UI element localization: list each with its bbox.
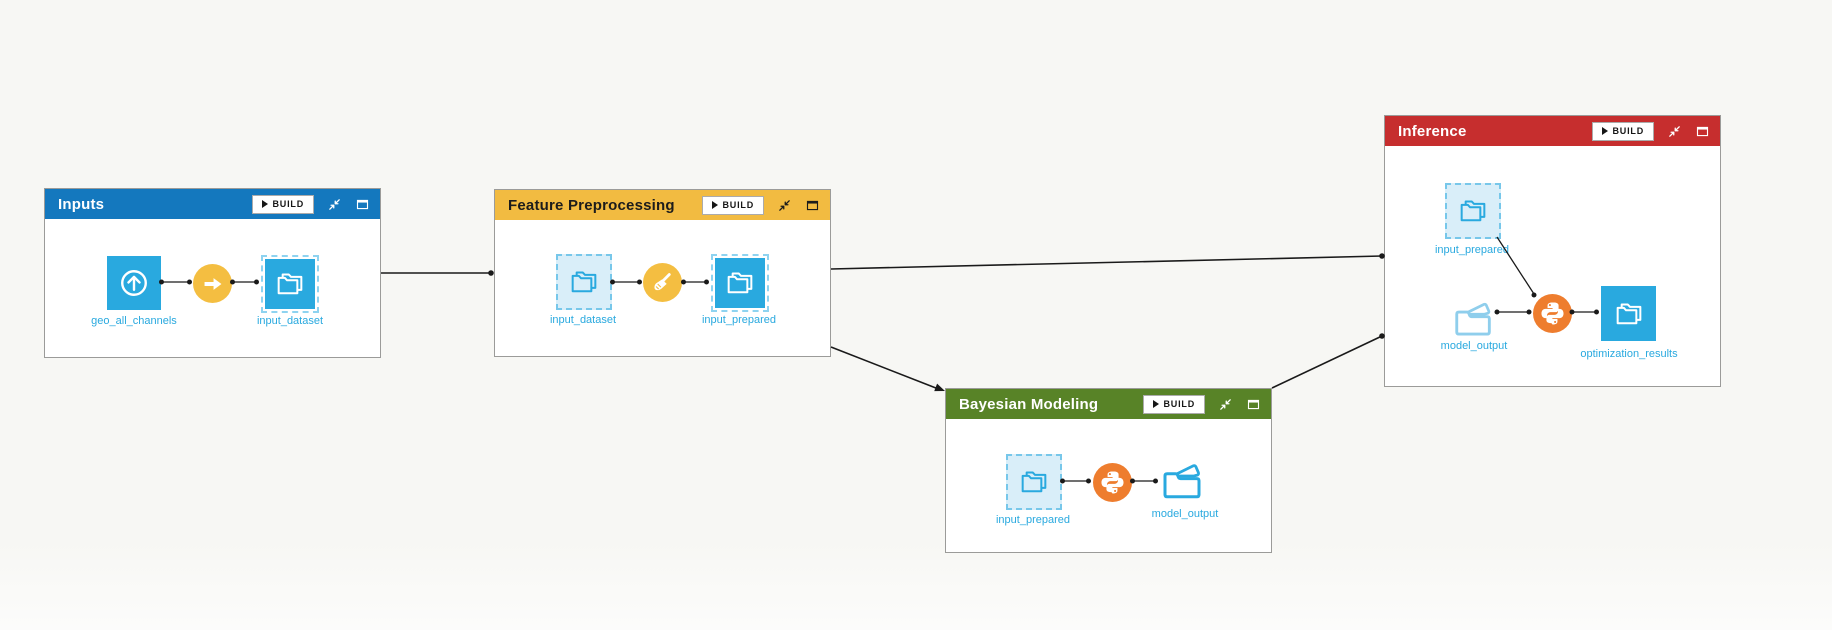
maximize-zone-icon[interactable] <box>1695 124 1710 139</box>
prepare-recipe-node[interactable] <box>643 263 682 302</box>
dataset-node-optimization-results[interactable] <box>1601 286 1656 341</box>
build-label: BUILD <box>1163 399 1195 409</box>
python-recipe-node[interactable] <box>1093 463 1132 502</box>
build-label: BUILD <box>722 200 754 210</box>
python-recipe-node[interactable] <box>1533 294 1572 333</box>
collapse-zone-icon[interactable] <box>327 197 342 212</box>
folder-icon <box>1460 200 1486 222</box>
folder-icon <box>1616 303 1641 324</box>
play-icon <box>261 200 268 208</box>
zone-feature-preprocessing[interactable]: Feature Preprocessing BUILD <box>494 189 831 357</box>
node-label: model_output <box>1151 508 1219 520</box>
build-label: BUILD <box>1612 126 1644 136</box>
folder-icon <box>1021 471 1047 493</box>
zone-bayesian-modeling[interactable]: Bayesian Modeling BUILD <box>945 388 1272 553</box>
open-folder-icon <box>1163 464 1201 499</box>
shared-dataset-node-input-dataset[interactable] <box>556 254 612 310</box>
dataset-node-input-prepared[interactable] <box>711 254 769 312</box>
node-label: input_prepared <box>995 514 1071 526</box>
node-label: input_dataset <box>256 315 324 327</box>
node-label: input_dataset <box>549 314 617 326</box>
sync-arrow-icon <box>204 277 221 290</box>
shared-dataset-node-input-prepared[interactable] <box>1006 454 1062 510</box>
build-button[interactable]: BUILD <box>1142 394 1205 414</box>
maximize-zone-icon[interactable] <box>805 198 820 213</box>
folder-icon <box>571 271 597 293</box>
zone-inputs-header[interactable]: Inputs BUILD <box>45 189 380 219</box>
zone-feature-preprocessing-header[interactable]: Feature Preprocessing BUILD <box>495 190 830 220</box>
zone-inputs[interactable]: Inputs BUILD <box>44 188 381 358</box>
zone-title: Inference <box>1398 122 1467 140</box>
zone-title: Feature Preprocessing <box>508 196 675 214</box>
play-icon <box>1601 127 1608 135</box>
folder-icon <box>277 273 303 295</box>
build-label: BUILD <box>272 199 304 209</box>
sync-recipe-node[interactable] <box>193 264 232 303</box>
play-icon <box>711 201 718 209</box>
collapse-zone-icon[interactable] <box>1667 124 1682 139</box>
folder-icon <box>727 272 753 294</box>
build-button[interactable]: BUILD <box>1591 121 1654 141</box>
build-button[interactable]: BUILD <box>251 194 314 214</box>
node-label: optimization_results <box>1580 348 1678 360</box>
dataset-node-geo-all-channels[interactable] <box>107 256 161 310</box>
managed-folder-node-model-output[interactable] <box>1159 456 1207 509</box>
broom-icon <box>653 272 671 290</box>
dataset-node-input-dataset[interactable] <box>261 255 319 313</box>
python-icon <box>1101 471 1124 494</box>
shared-dataset-node-input-prepared[interactable] <box>1445 183 1501 239</box>
node-label: input_prepared <box>1434 244 1510 256</box>
collapse-zone-icon[interactable] <box>777 198 792 213</box>
node-label: input_prepared <box>701 314 777 326</box>
collapse-zone-icon[interactable] <box>1218 397 1233 412</box>
open-folder-icon <box>1455 302 1491 336</box>
zone-title: Bayesian Modeling <box>959 395 1099 413</box>
node-label: model_output <box>1440 340 1508 352</box>
shared-managed-folder-node-model-output[interactable] <box>1451 295 1497 346</box>
maximize-zone-icon[interactable] <box>355 197 370 212</box>
python-icon <box>1541 302 1564 325</box>
node-label: geo_all_channels <box>91 315 177 327</box>
upload-icon <box>121 270 147 296</box>
zone-bayesian-modeling-header[interactable]: Bayesian Modeling BUILD <box>946 389 1271 419</box>
zone-title: Inputs <box>58 195 105 213</box>
maximize-zone-icon[interactable] <box>1246 397 1261 412</box>
build-button[interactable]: BUILD <box>701 195 764 215</box>
zone-inference[interactable]: Inference BUILD input_prepared <box>1384 115 1721 387</box>
zone-inference-header[interactable]: Inference BUILD <box>1385 116 1720 146</box>
play-icon <box>1152 400 1159 408</box>
